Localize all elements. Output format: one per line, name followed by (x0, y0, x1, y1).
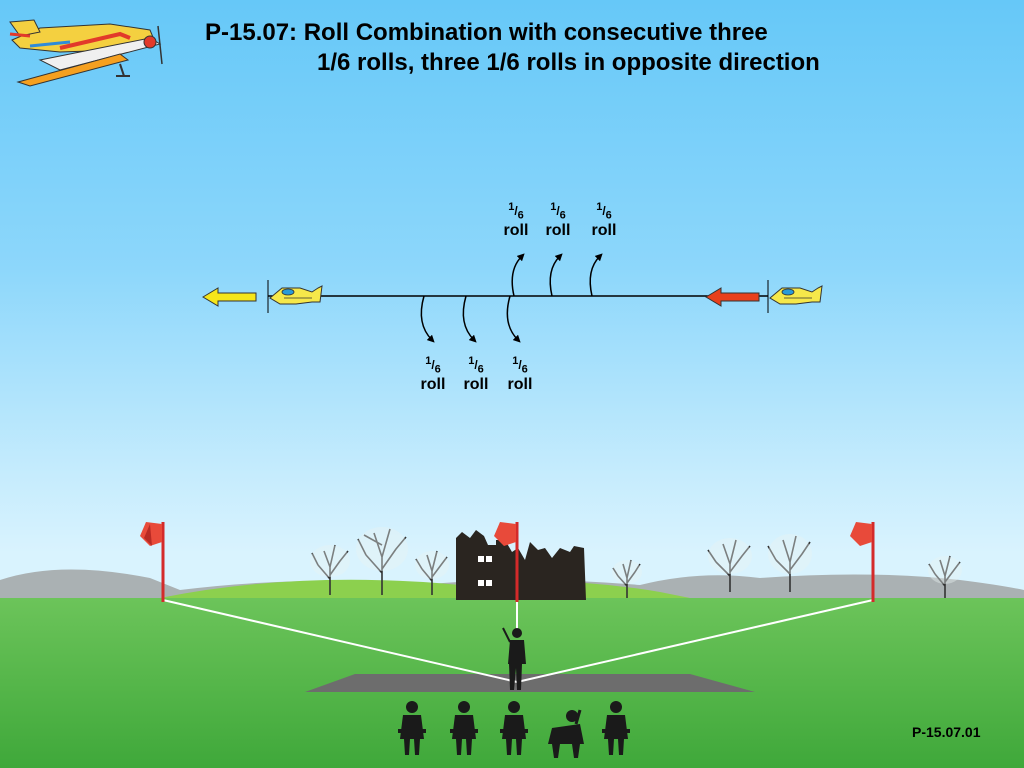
judges (398, 701, 630, 758)
tree (356, 527, 408, 595)
roll-label-up-2: 1/6 roll (545, 201, 571, 240)
tree (612, 559, 642, 598)
exit-aircraft (269, 285, 323, 305)
tree (707, 538, 752, 592)
diagram-title: P-15.07: Roll Combination with consecuti… (205, 18, 820, 78)
judge-sight-lines (162, 599, 874, 683)
tree (415, 550, 449, 595)
judge (602, 701, 630, 755)
tree (928, 555, 962, 598)
roll-arc-down-2 (462, 295, 477, 343)
flag-right (850, 522, 875, 602)
roll-arc-up-3 (589, 253, 603, 297)
judge (450, 701, 478, 755)
tree (767, 534, 812, 592)
tree (310, 544, 350, 595)
roll-arc-down-1 (420, 295, 435, 343)
flag-left (140, 522, 165, 602)
exit-arrow (202, 287, 257, 307)
trees (310, 527, 962, 598)
roll-label-up-3: 1/6 roll (591, 201, 617, 240)
judge (398, 701, 426, 755)
roll-arc-up-1 (511, 253, 525, 297)
runway (305, 674, 755, 692)
roll-arcs-down (420, 295, 521, 343)
roll-arc-down-3 (506, 295, 521, 343)
entry-arrow (705, 287, 760, 307)
title-line-2: 1/6 rolls, three 1/6 rolls in opposite d… (317, 49, 820, 76)
roll-label-down-1: 1/6 roll (420, 355, 446, 394)
logo-aircraft (9, 19, 163, 87)
roll-arcs-up (511, 253, 603, 297)
green-hills (160, 579, 700, 600)
figure-code: P-15.07.01 (912, 724, 981, 740)
roll-label-up-1: 1/6 roll (503, 201, 529, 240)
flag-center (494, 522, 519, 602)
roll-arc-up-2 (549, 253, 563, 297)
judge (500, 701, 528, 755)
entry-aircraft (769, 285, 823, 305)
roll-label-down-3: 1/6 roll (507, 355, 533, 394)
pilot-silhouette (502, 627, 526, 690)
roll-label-down-2: 1/6 roll (463, 355, 489, 394)
title-line-1: P-15.07: Roll Combination with consecuti… (205, 19, 768, 46)
castle-ruin (456, 530, 586, 600)
judge (548, 709, 584, 758)
